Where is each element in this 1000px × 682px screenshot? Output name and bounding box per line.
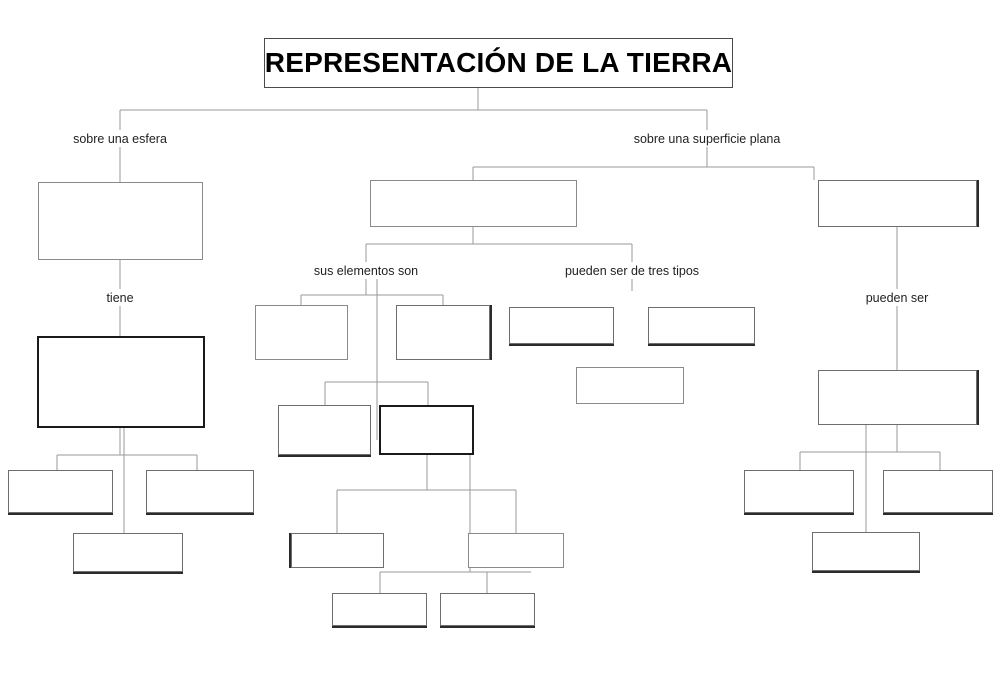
box-elementos-sub3-right[interactable] xyxy=(440,593,535,626)
box-tipos-left[interactable] xyxy=(509,307,614,344)
page-title: REPRESENTACIÓN DE LA TIERRA xyxy=(264,38,733,88)
box-elementos-right[interactable] xyxy=(396,305,490,360)
box-esfera-child-left[interactable] xyxy=(8,470,113,513)
box-pueden-ser-child-left[interactable] xyxy=(744,470,854,513)
label-pueden-ser-de-tres-tipos: pueden ser de tres tipos xyxy=(560,264,704,278)
box-pueden-ser-child-bottom[interactable] xyxy=(812,532,920,571)
box-elementos-sub2-left[interactable] xyxy=(291,533,384,568)
label-sobre-una-superficie-plana: sobre una superficie plana xyxy=(629,132,785,146)
box-elementos-sub-right[interactable] xyxy=(379,405,474,455)
label-sobre-una-esfera: sobre una esfera xyxy=(69,132,171,146)
box-esfera-main[interactable] xyxy=(38,182,203,260)
label-sus-elementos-son: sus elementos son xyxy=(309,264,423,278)
box-pueden-ser-child-right[interactable] xyxy=(883,470,993,513)
box-elementos-sub2-right[interactable] xyxy=(468,533,564,568)
box-esfera-child-right[interactable] xyxy=(146,470,254,513)
box-plana-right-main[interactable] xyxy=(818,180,977,227)
box-esfera-child-bottom[interactable] xyxy=(73,533,183,572)
box-elementos-left[interactable] xyxy=(255,305,348,360)
box-plana-main[interactable] xyxy=(370,180,577,227)
box-elementos-sub3-left[interactable] xyxy=(332,593,427,626)
label-pueden-ser: pueden ser xyxy=(861,291,933,305)
page-title-text: REPRESENTACIÓN DE LA TIERRA xyxy=(264,47,733,78)
box-tipos-bottom[interactable] xyxy=(576,367,684,404)
box-pueden-ser-main[interactable] xyxy=(818,370,977,425)
label-tiene: tiene xyxy=(102,291,138,305)
box-tipos-right[interactable] xyxy=(648,307,755,344)
box-elementos-sub-left[interactable] xyxy=(278,405,371,455)
box-esfera-tiene[interactable] xyxy=(37,336,205,428)
